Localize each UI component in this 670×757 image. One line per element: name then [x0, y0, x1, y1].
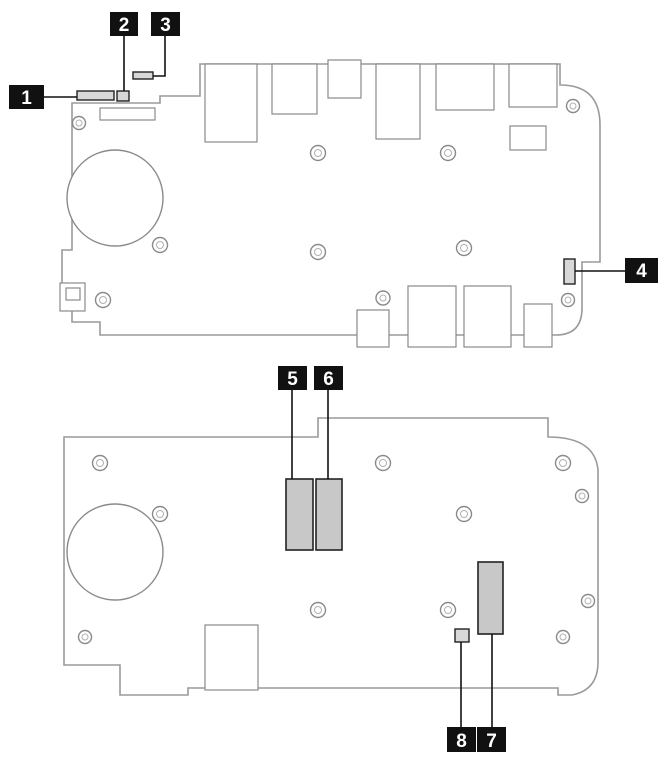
callout-5-text: 5 [287, 369, 298, 390]
screw-holes-top [71, 98, 581, 309]
screw-holes-bottom [77, 454, 596, 645]
connector-3 [132, 71, 154, 80]
callout-2: 2 [110, 12, 138, 36]
board-top-outline [61, 63, 601, 336]
connector-8 [454, 628, 470, 643]
board-bottom-view [63, 417, 599, 696]
port-top-2 [271, 63, 318, 115]
callout-1-text: 1 [21, 88, 32, 109]
connector-2 [116, 90, 130, 102]
fan-top [66, 149, 164, 247]
leader-lines [44, 36, 625, 727]
chip-top-left [99, 107, 156, 121]
callout-8-text: 8 [456, 731, 467, 752]
connector-4 [563, 258, 576, 285]
board-top-view [59, 59, 601, 348]
callout-7: 7 [477, 727, 506, 752]
port-bottom-1 [356, 309, 390, 348]
callout-4: 4 [625, 258, 658, 283]
port-top-1 [204, 63, 258, 143]
callout-3: 3 [151, 12, 180, 36]
port-bottom-4 [523, 303, 553, 348]
fan-bottom [66, 503, 164, 601]
port-bottom-view-1 [204, 624, 259, 691]
connector-1 [76, 90, 115, 101]
slot-5 [285, 478, 314, 551]
port-bottom-2 [407, 285, 457, 348]
callout-6-text: 6 [323, 369, 334, 390]
slot-7 [477, 561, 504, 635]
callout-7-text: 7 [486, 731, 497, 752]
chip-top-right [509, 125, 547, 151]
board-bottom-outline [63, 417, 599, 696]
jack-left-inner [65, 287, 81, 301]
port-top-6 [508, 63, 558, 108]
callout-8: 8 [447, 727, 476, 752]
port-top-4 [375, 63, 421, 140]
port-top-5 [435, 63, 495, 111]
callout-1: 1 [9, 85, 44, 109]
callout-6: 6 [314, 366, 343, 390]
port-top-3 [327, 59, 362, 99]
port-bottom-3 [463, 285, 512, 348]
callout-5: 5 [278, 366, 307, 390]
callout-4-text: 4 [636, 261, 647, 282]
leader-3 [153, 36, 166, 77]
callout-2-text: 2 [119, 15, 130, 36]
callout-3-text: 3 [160, 15, 171, 36]
slot-6 [315, 478, 343, 551]
